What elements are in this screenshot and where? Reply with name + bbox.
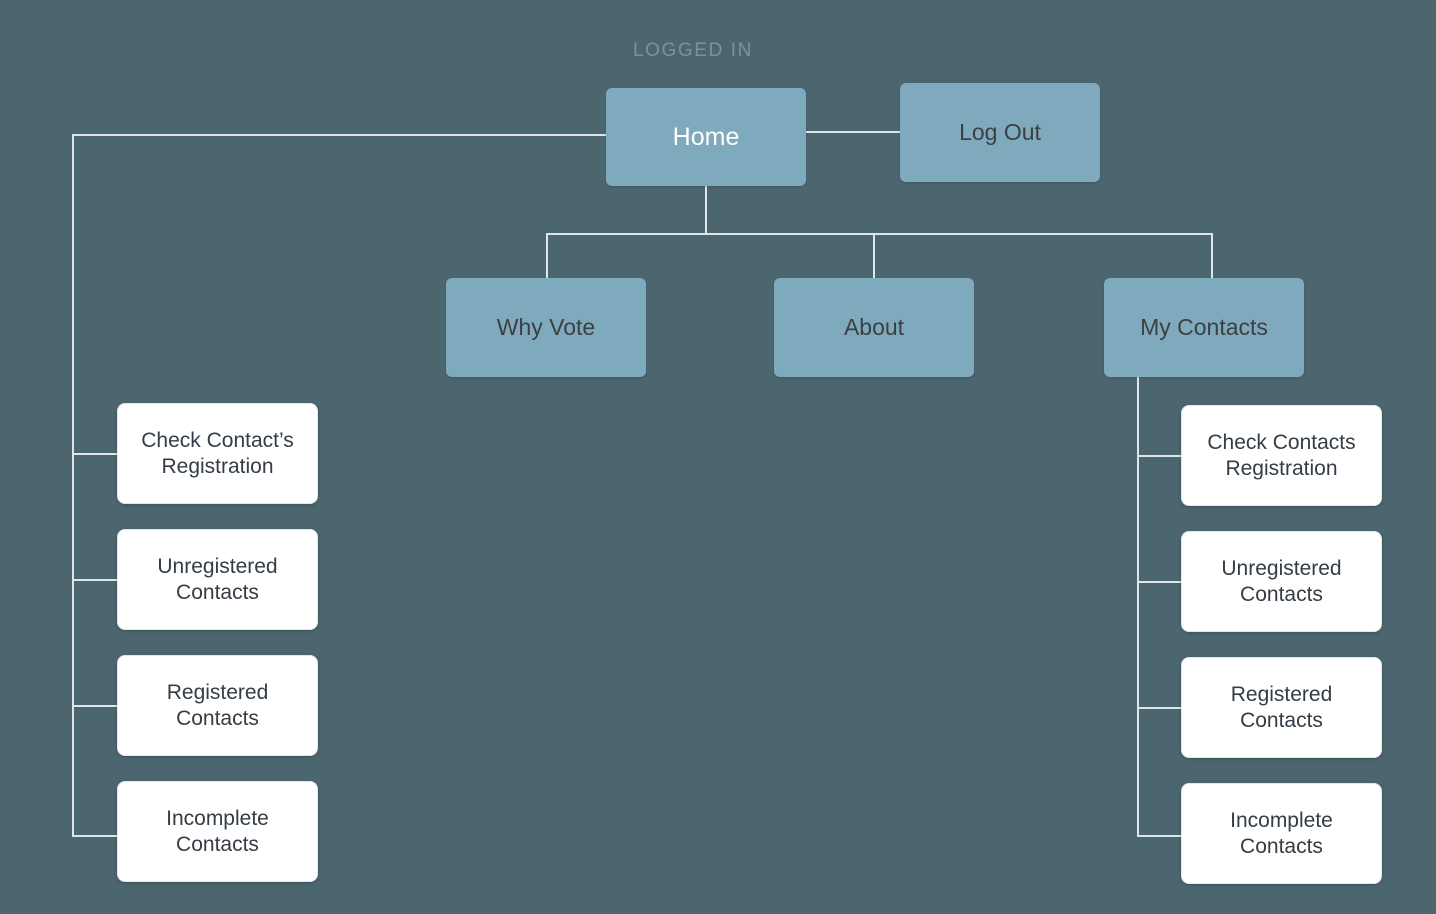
- connector-right-rail-vertical: [1137, 377, 1139, 837]
- node-right-3-line1: Registered: [1230, 682, 1333, 706]
- node-why-vote-label: Why Vote: [496, 314, 596, 341]
- node-left-1-line1: Check Contact’s: [141, 428, 294, 452]
- connector-right-stub-3: [1137, 707, 1183, 709]
- node-my-contacts[interactable]: My Contacts: [1104, 278, 1304, 377]
- node-home[interactable]: Home: [606, 88, 806, 186]
- connector-drop-why-vote: [546, 233, 548, 279]
- node-left-registered-contacts[interactable]: Registered Contacts: [117, 655, 318, 756]
- node-about[interactable]: About: [774, 278, 974, 377]
- node-home-label: Home: [672, 122, 740, 151]
- connector-left-stub-2: [72, 579, 118, 581]
- connector-left-stub-1: [72, 453, 118, 455]
- connector-left-rail-vertical: [72, 134, 74, 837]
- connector-home-to-left-rail-horizontal: [72, 134, 606, 136]
- node-right-incomplete-contacts[interactable]: Incomplete Contacts: [1181, 783, 1382, 884]
- node-left-incomplete-contacts[interactable]: Incomplete Contacts: [117, 781, 318, 882]
- node-right-registered-contacts[interactable]: Registered Contacts: [1181, 657, 1382, 758]
- node-right-2-line2: Contacts: [1240, 582, 1323, 606]
- node-my-contacts-label: My Contacts: [1140, 314, 1268, 341]
- node-right-unregistered-contacts[interactable]: Unregistered Contacts: [1181, 531, 1382, 632]
- connector-level2-bus: [546, 233, 1213, 235]
- node-right-1-line1: Check Contacts: [1207, 430, 1356, 454]
- node-about-label: About: [843, 314, 905, 341]
- node-left-3-line2: Contacts: [176, 706, 259, 730]
- connector-home-to-logout: [806, 131, 900, 133]
- connector-home-drop: [705, 186, 707, 234]
- node-left-3-line1: Registered: [166, 680, 269, 704]
- node-left-unregistered-contacts[interactable]: Unregistered Contacts: [117, 529, 318, 630]
- node-left-4-line1: Incomplete: [166, 806, 269, 830]
- connector-left-stub-4: [72, 835, 118, 837]
- node-right-check-contacts-registration[interactable]: Check Contacts Registration: [1181, 405, 1382, 506]
- node-left-check-contacts-registration[interactable]: Check Contact’s Registration: [117, 403, 318, 504]
- node-right-4-line2: Contacts: [1240, 834, 1323, 858]
- node-log-out[interactable]: Log Out: [900, 83, 1100, 182]
- section-caption-logged-in: LOGGED IN: [633, 40, 753, 61]
- node-left-4-line2: Contacts: [176, 832, 259, 856]
- node-left-2-line1: Unregistered: [157, 554, 278, 578]
- connector-left-stub-3: [72, 705, 118, 707]
- node-why-vote[interactable]: Why Vote: [446, 278, 646, 377]
- node-right-2-line1: Unregistered: [1221, 556, 1342, 580]
- node-right-1-line2: Registration: [1225, 456, 1338, 480]
- node-left-2-line2: Contacts: [176, 580, 259, 604]
- connector-drop-my-contacts: [1211, 233, 1213, 279]
- node-right-3-line2: Contacts: [1240, 708, 1323, 732]
- node-log-out-label: Log Out: [959, 119, 1041, 146]
- connector-drop-about: [873, 233, 875, 279]
- node-right-4-line1: Incomplete: [1230, 808, 1333, 832]
- connector-right-stub-1: [1137, 455, 1183, 457]
- connector-right-stub-2: [1137, 581, 1183, 583]
- connector-right-stub-4: [1137, 835, 1183, 837]
- node-left-1-line2: Registration: [161, 454, 274, 478]
